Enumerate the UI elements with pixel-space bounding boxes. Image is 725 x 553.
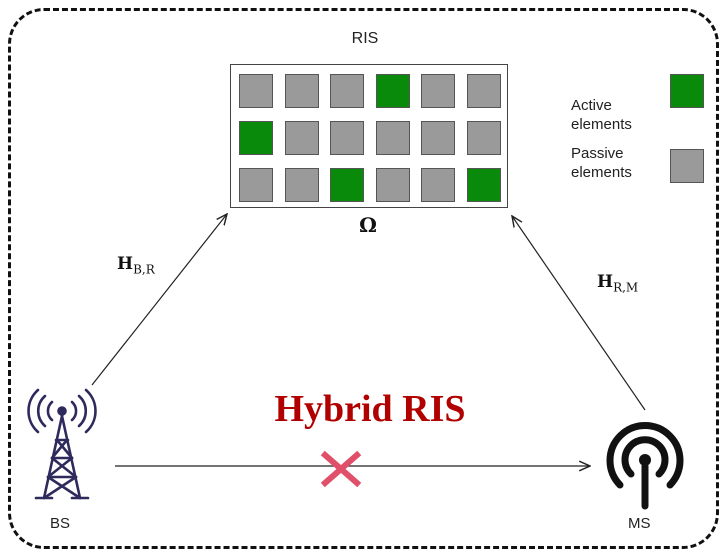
channel-ris-ms-main: H xyxy=(597,272,614,292)
ms-antenna-icon xyxy=(606,422,684,510)
ris-passive-element xyxy=(284,168,319,202)
ris-passive-element xyxy=(421,121,455,155)
blocked-icon xyxy=(320,450,362,488)
ris-passive-element xyxy=(375,121,410,155)
legend-passive-text: Passive elements xyxy=(571,144,632,182)
legend-passive-line2: elements xyxy=(571,164,632,181)
ris-passive-element xyxy=(421,168,455,202)
omega-label: Ω xyxy=(359,213,377,237)
ris-passive-element xyxy=(375,168,410,202)
ms-to-ris-link xyxy=(512,216,646,411)
dashed-frame xyxy=(8,8,719,549)
legend-passive-line1: Passive xyxy=(571,145,624,162)
channel-ris-ms-label: HR,M xyxy=(597,272,638,294)
legend-active-swatch xyxy=(670,74,704,108)
ris-active-element xyxy=(239,121,273,155)
channel-ris-ms-sub: R,M xyxy=(613,280,639,295)
ris-label: RIS xyxy=(351,30,379,47)
ris-active-element xyxy=(375,74,410,108)
ris-active-element xyxy=(330,168,364,202)
ris-passive-element xyxy=(284,74,319,108)
legend-passive-swatch xyxy=(670,149,704,183)
diagram-title: Hybrid RIS xyxy=(274,388,466,430)
channel-bs-ris-main: H xyxy=(117,254,134,274)
ris-panel xyxy=(230,64,508,208)
ris-passive-element xyxy=(466,121,501,155)
ris-passive-element xyxy=(466,74,501,108)
channel-bs-ris-label: HB,R xyxy=(117,254,155,276)
ris-active-element xyxy=(466,168,501,202)
ris-passive-element xyxy=(421,74,455,108)
ris-passive-element xyxy=(330,121,364,155)
ris-passive-element xyxy=(330,74,364,108)
bs-label: BS xyxy=(50,515,71,532)
legend-active-text: Active elements xyxy=(571,96,632,134)
ms-label: MS xyxy=(628,515,651,532)
legend-active-line1: Active xyxy=(571,97,612,114)
bs-to-ris-link xyxy=(91,214,227,386)
legend-active-line2: elements xyxy=(571,116,632,133)
bs-tower-icon xyxy=(27,388,97,500)
ris-passive-element xyxy=(239,74,273,108)
ris-passive-element xyxy=(284,121,319,155)
channel-bs-ris-sub: B,R xyxy=(133,262,155,277)
ris-passive-element xyxy=(239,168,273,202)
